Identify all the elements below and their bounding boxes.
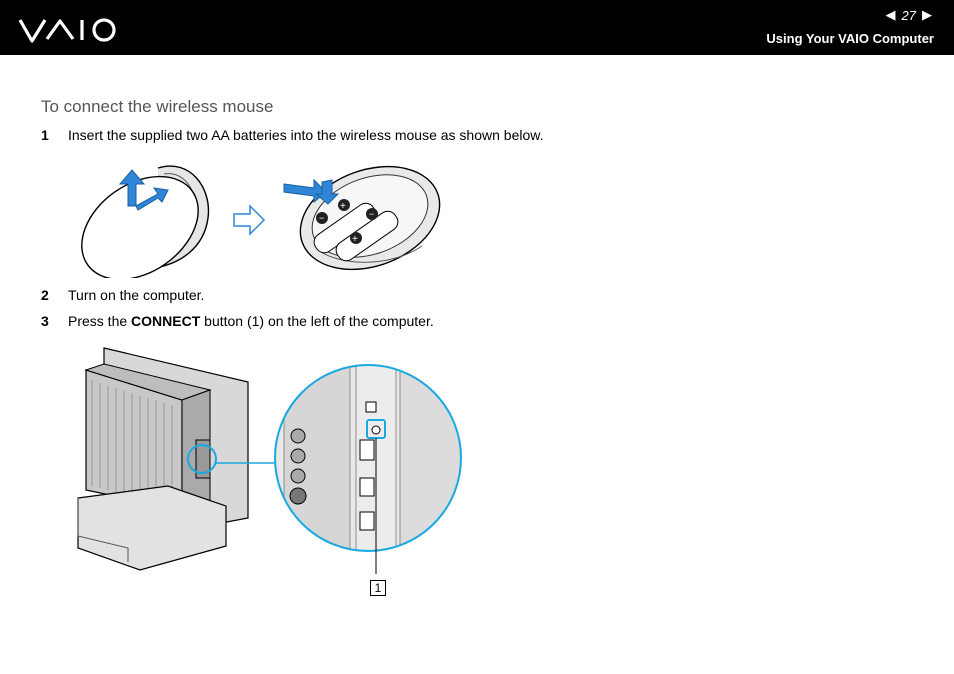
computer-connect-illustration <box>77 347 462 574</box>
mouse-open-illustration: − + − + <box>283 165 441 271</box>
step-number: 1 <box>41 127 49 143</box>
svg-text:+: + <box>340 201 346 212</box>
step-text: Insert the supplied two AA batteries int… <box>68 127 544 143</box>
battery-insertion-illustration: − + − + <box>81 165 441 278</box>
callout-label-1: 1 <box>370 580 386 596</box>
svg-text:−: − <box>369 209 374 219</box>
step-text: Press the CONNECT button (1) on the left… <box>68 313 434 329</box>
triangle-left-icon[interactable]: ◀ <box>885 7 896 22</box>
page-header: ◀ 27 ▶ Using Your VAIO Computer <box>0 0 954 55</box>
computer-illustration <box>77 347 249 571</box>
vaio-logo <box>18 18 116 43</box>
page-number: 27 <box>901 7 916 23</box>
page-navigation: ◀ 27 ▶ <box>886 7 932 23</box>
svg-text:−: − <box>319 213 324 223</box>
right-arrow-icon <box>233 204 266 236</box>
svg-text:+: + <box>352 234 358 245</box>
connect-button-closeup <box>274 364 462 574</box>
callout-circle-small <box>187 444 217 474</box>
page-title: To connect the wireless mouse <box>41 97 274 116</box>
mouse-cover-illustration <box>81 165 210 278</box>
connect-label: CONNECT <box>131 313 201 329</box>
section-title: Using Your VAIO Computer <box>766 31 934 46</box>
triangle-right-icon[interactable]: ▶ <box>922 7 932 22</box>
step-number: 3 <box>41 313 49 329</box>
step-number: 2 <box>41 287 49 303</box>
step-text: Turn on the computer. <box>68 287 205 303</box>
